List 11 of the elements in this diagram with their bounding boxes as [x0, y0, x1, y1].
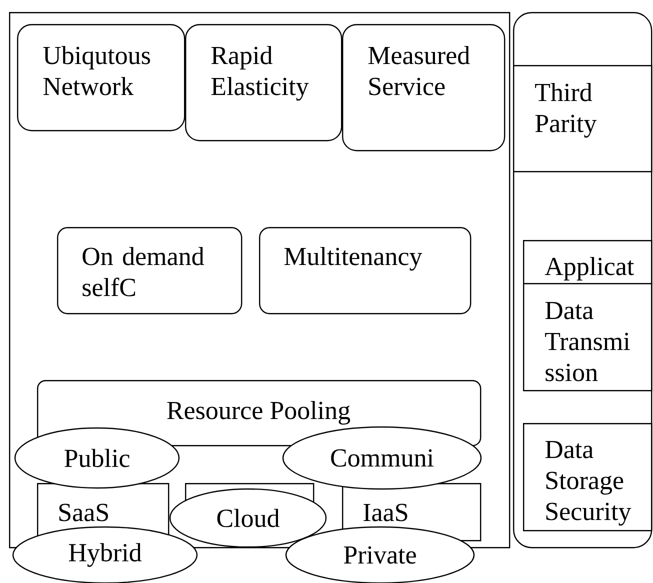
rectangle-box: Applicat: [523, 240, 652, 284]
node-label: Hybrid: [68, 543, 142, 567]
rounded-box: On demand selfC: [57, 227, 242, 314]
rounded-box: Rapid Elasticity: [185, 24, 342, 142]
rectangle-box: Data Transmi ssion: [523, 283, 652, 392]
band: Third Parity: [513, 65, 652, 172]
rounded-box: Ubiqutous Network: [17, 24, 186, 132]
node-label: Private: [344, 546, 416, 564]
rounded-box: Multitenancy: [259, 227, 472, 314]
rectangle-box: Data Storage Security: [523, 423, 652, 532]
rounded-box: Measured Service: [342, 24, 506, 152]
